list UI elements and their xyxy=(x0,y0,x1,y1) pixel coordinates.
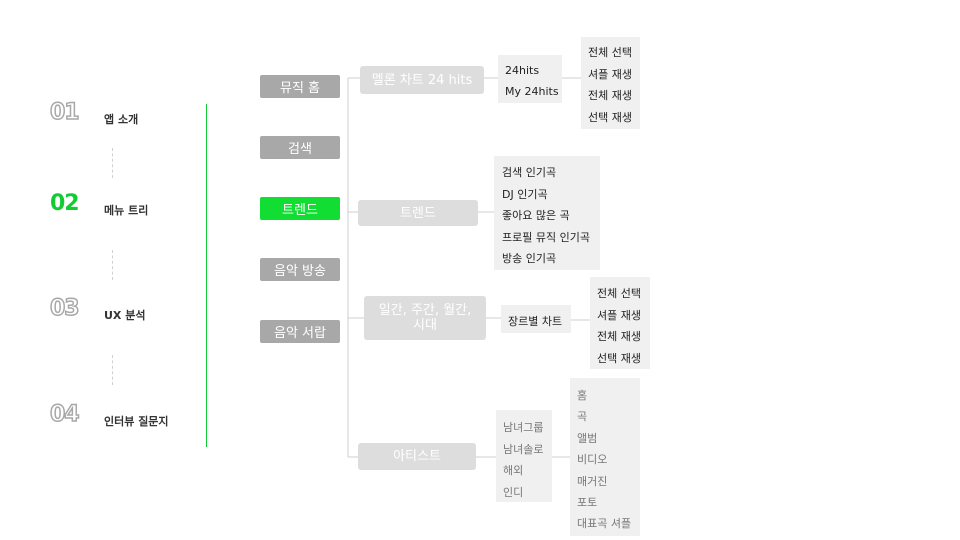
list-item[interactable]: 선택 재생 xyxy=(588,111,632,124)
section-number-04: 04 xyxy=(49,401,80,428)
list-item[interactable]: 남녀솔로 xyxy=(503,443,544,456)
section-label-app-intro[interactable]: 앱 소개 xyxy=(104,113,139,126)
list-item[interactable]: 좋아요 많은 곡 xyxy=(502,209,570,222)
list-item[interactable]: 24hits xyxy=(505,64,540,77)
node-search[interactable]: 검색 xyxy=(260,136,340,159)
section-label-ux-analysis[interactable]: UX 분석 xyxy=(104,309,146,322)
section-label-menu-tree[interactable]: 메뉴 트리 xyxy=(104,204,149,217)
list-item[interactable]: My 24hits xyxy=(505,85,559,98)
node-music-drawer[interactable]: 음악 서랍 xyxy=(260,320,340,343)
list-item[interactable]: 인디 xyxy=(503,486,524,499)
list-item[interactable]: 장르별 차트 xyxy=(508,315,563,328)
list-item[interactable]: 전체 재생 xyxy=(588,89,632,102)
box-genre-play-options: 전체 선택 셔플 재생 전체 재생 선택 재생 xyxy=(590,277,650,369)
list-item[interactable]: 매거진 xyxy=(577,475,608,488)
section-divider xyxy=(112,148,113,178)
list-item[interactable]: 해외 xyxy=(503,464,524,477)
list-item[interactable]: 남녀그룹 xyxy=(503,421,544,434)
section-label-interview[interactable]: 인터뷰 질문지 xyxy=(104,415,169,428)
box-genre-chart: 장르별 차트 xyxy=(501,305,571,333)
list-item[interactable]: 포토 xyxy=(577,496,598,509)
node-music-home[interactable]: 뮤직 홈 xyxy=(260,75,340,98)
list-item[interactable]: 전체 선택 xyxy=(597,287,641,300)
section-divider xyxy=(112,355,113,385)
list-item[interactable]: DJ 인기곡 xyxy=(502,188,548,201)
list-item[interactable]: 홈 xyxy=(577,389,588,402)
node-artist[interactable]: 아티스트 xyxy=(358,443,476,470)
box-24hits: 24hits My 24hits xyxy=(498,55,562,103)
box-artist-type: 남녀그룹 남녀솔로 해외 인디 xyxy=(496,410,552,502)
node-trend-sub[interactable]: 트렌드 xyxy=(358,200,478,226)
list-item[interactable]: 앨범 xyxy=(577,432,598,445)
box-trend-popular: 검색 인기곡 DJ 인기곡 좋아요 많은 곡 프로필 뮤직 인기곡 방송 인기곡 xyxy=(494,156,600,270)
node-music-broadcast[interactable]: 음악 방송 xyxy=(260,258,340,281)
section-number-01: 01 xyxy=(49,99,80,126)
node-melon-chart[interactable]: 멜론 차트 24 hits xyxy=(360,66,484,94)
list-item[interactable]: 검색 인기곡 xyxy=(502,166,557,179)
list-item[interactable]: 선택 재생 xyxy=(597,352,641,365)
list-item[interactable]: 전체 선택 xyxy=(588,46,632,59)
section-number-03: 03 xyxy=(49,295,80,322)
list-item[interactable]: 전체 재생 xyxy=(597,330,641,343)
section-number-02: 02 xyxy=(50,191,80,216)
list-item[interactable]: 곡 xyxy=(577,410,588,423)
node-trend[interactable]: 트렌드 xyxy=(260,197,340,220)
list-item[interactable]: 셔플 재생 xyxy=(588,68,632,81)
list-item[interactable]: 비디오 xyxy=(577,453,608,466)
box-hits-play-options: 전체 선택 셔플 재생 전체 재생 선택 재생 xyxy=(581,37,640,129)
section-divider xyxy=(112,250,113,280)
list-item[interactable]: 방송 인기곡 xyxy=(502,252,557,265)
list-item[interactable]: 대표곡 셔플 xyxy=(577,517,632,530)
list-item[interactable]: 셔플 재생 xyxy=(597,309,641,322)
node-period-chart[interactable]: 일간, 주간, 월간, 시대 xyxy=(364,296,486,340)
list-item[interactable]: 프로필 뮤직 인기곡 xyxy=(502,231,590,244)
box-artist-menu: 홈 곡 앨범 비디오 매거진 포토 대표곡 셔플 xyxy=(570,378,640,536)
section-separator-line xyxy=(206,104,207,447)
